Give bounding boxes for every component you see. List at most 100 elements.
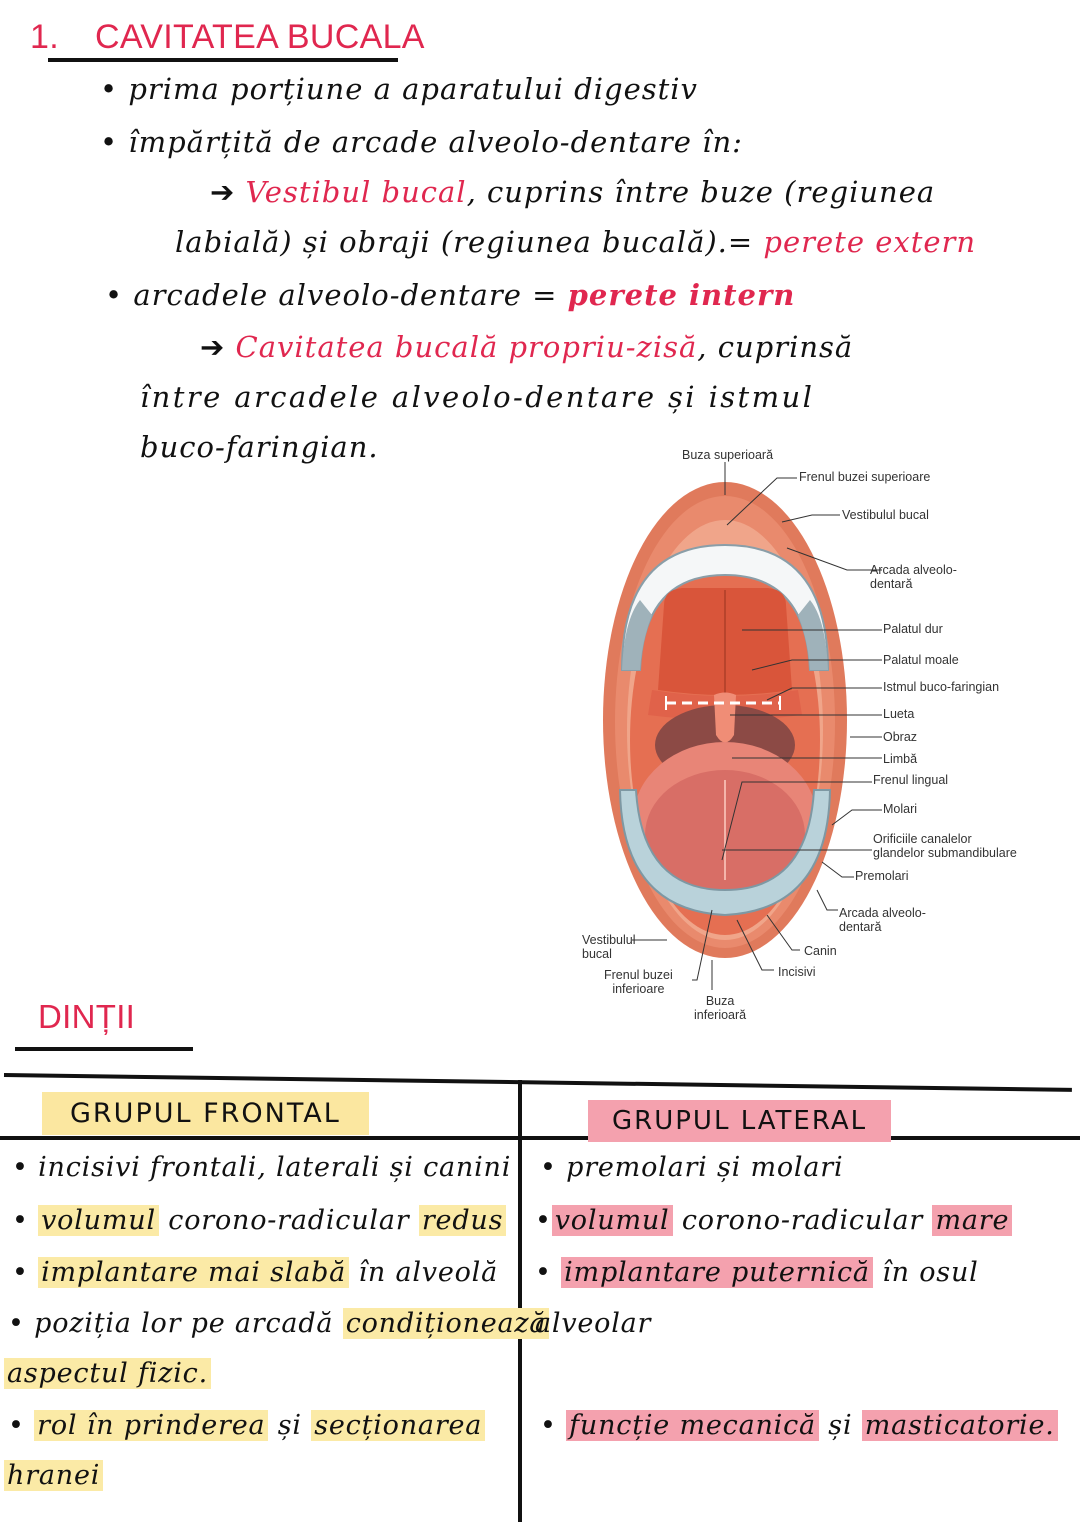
- frontal-row-3: • implantare mai slabă în alveolă: [12, 1257, 498, 1288]
- label-line: inferioare: [612, 982, 665, 996]
- note-line-1: • prima porțiune a aparatului digestiv: [100, 72, 698, 106]
- highlight: secționarea: [311, 1410, 486, 1441]
- note-text: , cuprinsă: [697, 330, 854, 364]
- highlight: condiționează: [342, 1308, 550, 1339]
- cavitatea-bucala-term: Cavitatea bucală propriu-zisă: [235, 330, 698, 364]
- perete-extern-term: perete extern: [763, 225, 977, 259]
- highlight: aspectul fizic.: [4, 1358, 211, 1389]
- arrow-icon: ➔: [200, 330, 226, 364]
- cell-text: corono-radicular: [158, 1205, 419, 1236]
- frontal-row-2: • volumul corono-radicular redus: [12, 1205, 507, 1236]
- note-line-3: ➔ Vestibul bucal, cuprins între buze (re…: [210, 175, 935, 209]
- lateral-row-1: • premolari și molari: [540, 1152, 844, 1183]
- section-title-dintii: DINȚII: [38, 998, 136, 1035]
- highlight: implantare puternică: [561, 1257, 873, 1288]
- perete-intern-term: perete intern: [567, 278, 796, 312]
- label-vestibulul-bucal-top: Vestibulul bucal: [842, 508, 929, 522]
- lateral-row-4: alveolar: [535, 1308, 652, 1339]
- note-line-2: • împărțită de arcade alveolo-dentare în…: [100, 125, 743, 159]
- label-premolari: Premolari: [855, 869, 909, 883]
- frontal-row-1: • incisivi frontali, laterali și canini: [12, 1152, 512, 1183]
- label-line: glandelor submandibulare: [873, 846, 1017, 860]
- label-vestibulul-bottom: Vestibulul bucal: [582, 933, 636, 961]
- label-buza-superioara: Buza superioară: [682, 448, 774, 462]
- highlight: rol în prinderea: [34, 1410, 269, 1441]
- frontal-row-5: aspectul fizic.: [4, 1358, 211, 1389]
- mouth-illustration: [603, 462, 882, 990]
- note-line-4: labială) și obraji (regiunea bucală).= p…: [175, 225, 976, 259]
- section-number: 1.: [30, 18, 59, 56]
- label-line: inferioară: [694, 1008, 747, 1022]
- label-palatul-dur: Palatul dur: [883, 622, 943, 636]
- lateral-row-3: • implantare puternică în osul: [535, 1257, 979, 1288]
- label-canin: Canin: [804, 944, 837, 958]
- highlight: implantare mai slabă: [38, 1257, 350, 1288]
- highlight: hranei: [4, 1460, 104, 1491]
- label-line: Arcada alveolo-: [870, 563, 957, 577]
- arrow-icon: ➔: [210, 175, 236, 209]
- dintii-underline: [15, 1047, 193, 1051]
- label-arcada-top: Arcada alveolo- dentară: [870, 563, 957, 591]
- label-frenul-buzei-superioare: Frenul buzei superioare: [799, 470, 931, 484]
- label-line: Arcada alveolo-: [839, 906, 926, 920]
- header-grupul-lateral: GRUPUL LATERAL: [588, 1100, 892, 1142]
- label-line: Frenul buzei: [604, 968, 673, 982]
- highlight: funcție mecanică: [566, 1410, 819, 1441]
- lateral-row-2: •volumul corono-radicular mare: [535, 1205, 1013, 1236]
- highlight: volumul: [38, 1205, 159, 1236]
- label-line: bucal: [582, 947, 612, 961]
- label-palatul-moale: Palatul moale: [883, 653, 959, 667]
- label-line: Vestibulul: [582, 933, 636, 947]
- bullet: •: [535, 1205, 552, 1236]
- bullet: •: [12, 1205, 29, 1236]
- page-title: CAVITATEA BUCALA: [95, 18, 425, 56]
- label-frenul-lingual: Frenul lingual: [873, 773, 949, 787]
- highlight: mare: [932, 1205, 1013, 1236]
- note-line-5: • arcadele alveolo-dentare = perete inte…: [105, 278, 795, 312]
- note-text: labială) și obraji (regiunea bucală).=: [175, 225, 754, 259]
- bullet: •: [540, 1410, 557, 1441]
- table-header-divider: [0, 1136, 1080, 1140]
- bullet: •: [8, 1410, 25, 1441]
- label-buza-inferioara: Buza inferioară: [694, 994, 746, 1022]
- note-text: , cuprins între buze (regiunea: [466, 175, 936, 209]
- cell-text: • poziția lor pe arcadă: [8, 1308, 343, 1339]
- frontal-row-7: hranei: [4, 1460, 104, 1491]
- label-lueta: Lueta: [883, 707, 915, 721]
- note-line-7: între arcadele alveolo-dentare și istmul: [140, 380, 815, 414]
- note-line-8: buco-faringian.: [140, 430, 379, 464]
- label-orificiile: Orificiile canalelor glandelor submandib…: [873, 832, 1017, 860]
- table-column-divider: [518, 1080, 522, 1522]
- cell-text: și: [818, 1410, 862, 1441]
- label-obraz: Obraz: [883, 730, 918, 744]
- label-arcada-bottom: Arcada alveolo- dentară: [839, 906, 926, 934]
- label-line: dentară: [870, 577, 913, 591]
- frontal-row-6: • rol în prinderea și secționarea: [8, 1410, 486, 1441]
- label-line: Buza: [705, 994, 735, 1008]
- table-top-border: [3, 1073, 1072, 1092]
- note-text: • arcadele alveolo-dentare =: [105, 278, 558, 312]
- label-line: Orificiile canalelor: [873, 832, 972, 846]
- highlight: masticatorie.: [861, 1410, 1058, 1441]
- mouth-anatomy-diagram: Buza superioară Frenul buzei superioare …: [582, 440, 1017, 1025]
- note-line-6: ➔ Cavitatea bucală propriu-zisă, cuprins…: [200, 330, 853, 364]
- label-istmul: Istmul buco-faringian: [883, 680, 1000, 694]
- cell-text: în osul: [872, 1257, 979, 1288]
- label-line: dentară: [839, 920, 882, 934]
- bullet: •: [12, 1257, 29, 1288]
- highlight: redus: [418, 1205, 507, 1236]
- label-incisivi: Incisivi: [778, 965, 816, 979]
- highlight: volumul: [551, 1205, 673, 1236]
- label-frenul-buzei-inferioare: Frenul buzei inferioare: [604, 968, 673, 996]
- lateral-row-6: • funcție mecanică și masticatorie.: [540, 1410, 1058, 1441]
- label-molari: Molari: [883, 802, 918, 816]
- cell-text: corono-radicular: [672, 1205, 933, 1236]
- label-limba: Limbă: [883, 752, 918, 766]
- cell-text: și: [268, 1410, 312, 1441]
- title-underline: [48, 58, 398, 62]
- cell-text: în alveolă: [349, 1257, 499, 1288]
- frontal-row-4: • poziția lor pe arcadă condiționează: [8, 1308, 550, 1339]
- vestibul-bucal-term: Vestibul bucal: [245, 175, 467, 209]
- header-grupul-frontal: GRUPUL FRONTAL: [42, 1092, 369, 1135]
- bullet: •: [535, 1257, 552, 1288]
